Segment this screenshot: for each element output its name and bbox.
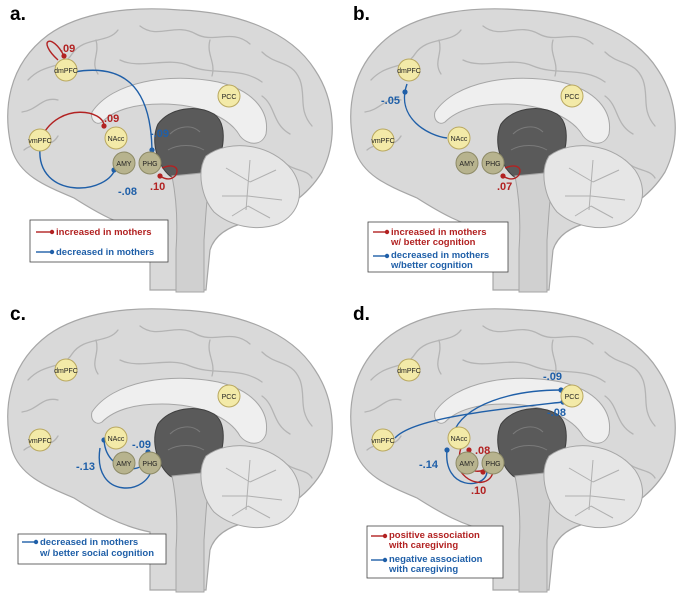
roi-AMY: AMY [116,461,132,468]
panel-a: a. dmPFC vmPFC NAcc PCC AMY PHG [7,4,333,293]
PHG-self-loop [502,165,521,180]
roi-dmPFC: dmPFC [397,68,421,75]
coef-a-3: -.09 [150,128,169,140]
coef-d-1: -.09 [543,371,562,383]
coef-d-3: -.14 [419,459,439,471]
panel-a-rois: dmPFC vmPFC NAcc PCC AMY PHG [28,58,241,175]
legend-d-2a: negative association [389,554,483,565]
roi-PHG: PHG [142,461,157,468]
roi-PCC: PCC [222,94,237,101]
legend-d-1b: with caregiving [388,540,458,551]
panel-a-letter: a. [10,4,26,25]
panel-c-rois: dmPFC vmPFC NAcc PCC AMY PHG [28,358,241,475]
panel-c-letter: c. [10,304,26,325]
roi-vmPFC: vmPFC [28,138,51,145]
AMY-PHG-link [98,447,153,489]
dmPFC-self-loop [46,40,65,61]
PHG-self-loop [159,165,178,180]
roi-PHG: PHG [142,161,157,168]
legend-b-2b: w/better cognition [390,260,473,271]
roi-dmPFC: dmPFC [54,368,78,375]
NAcc-PHG-link [446,449,488,485]
panel-a-legend: increased in mothers decreased in mother… [29,219,169,263]
coef-b-2: .07 [497,181,512,193]
coef-a-1: .09 [60,43,75,55]
PCC-NAcc-link [452,389,562,435]
roi-AMY: AMY [459,461,475,468]
legend-b-1b: w/ better cognition [390,237,476,248]
roi-AMY: AMY [116,161,132,168]
legend-d-1a: positive association [389,530,480,541]
coef-d-4: .08 [475,445,490,457]
legend-d-2b: with caregiving [388,564,458,575]
vmPFC-NAcc-link [41,111,105,137]
roi-dmPFC: dmPFC [54,68,78,75]
coef-c-1: -.09 [132,439,151,451]
roi-vmPFC: vmPFC [371,438,394,445]
panel-b-legend: increased in mothers w/ better cognition… [367,221,509,273]
roi-PCC: PCC [565,94,580,101]
panel-c-legend: decreased in mothers w/ better social co… [17,533,167,565]
legend-c-1a: decreased in mothers [40,537,138,548]
panel-d-letter: d. [353,304,370,325]
panel-a-connections [39,40,178,189]
roi-AMY: AMY [459,161,475,168]
roi-PHG: PHG [485,461,500,468]
legend-b-2a: decreased in mothers [391,250,489,261]
roi-dmPFC: dmPFC [397,368,421,375]
coef-a-2: .09 [104,113,119,125]
legend-a-2: decreased in mothers [56,247,154,258]
vmPFC-AMY-link [39,147,117,189]
PCC-vmPFC-link [394,401,564,439]
roi-NAcc: NAcc [451,136,468,143]
roi-PHG: PHG [485,161,500,168]
panel-d-legend: positive association with caregiving neg… [366,525,504,579]
panel-d-rois: dmPFC vmPFC NAcc PCC AMY PHG [371,358,584,475]
panel-b: b. dmPFC vmPFC NAcc PCC AMY PHG -.05 .07… [350,4,676,293]
panel-c: c. dmPFC vmPFC NAcc PCC AMY PHG -.09 -.1… [7,304,333,593]
roi-NAcc: NAcc [451,436,468,443]
legend-b-1a: increased in mothers [391,227,487,238]
coef-b-1: -.05 [381,95,400,107]
coef-d-5: .10 [471,485,486,497]
dmPFC-PHG-link [73,69,153,155]
coef-c-2: -.13 [76,461,95,473]
roi-vmPFC: vmPFC [28,438,51,445]
coef-a-4: -.08 [118,186,137,198]
roi-NAcc: NAcc [108,136,125,143]
panel-d: d. dmPFC vmPFC NAcc PCC AMY PHG -.09 -.0… [350,304,676,593]
legend-c-1b: w/ better social cognition [39,548,154,559]
coef-d-2: -.08 [547,407,566,419]
roi-NAcc: NAcc [108,436,125,443]
legend-a-1: increased in mothers [56,227,152,238]
roi-vmPFC: vmPFC [371,138,394,145]
roi-PCC: PCC [565,394,580,401]
panel-b-letter: b. [353,4,370,25]
coef-a-5: .10 [150,181,165,193]
roi-PCC: PCC [222,394,237,401]
panel-b-rois: dmPFC vmPFC NAcc PCC AMY PHG [371,58,584,175]
